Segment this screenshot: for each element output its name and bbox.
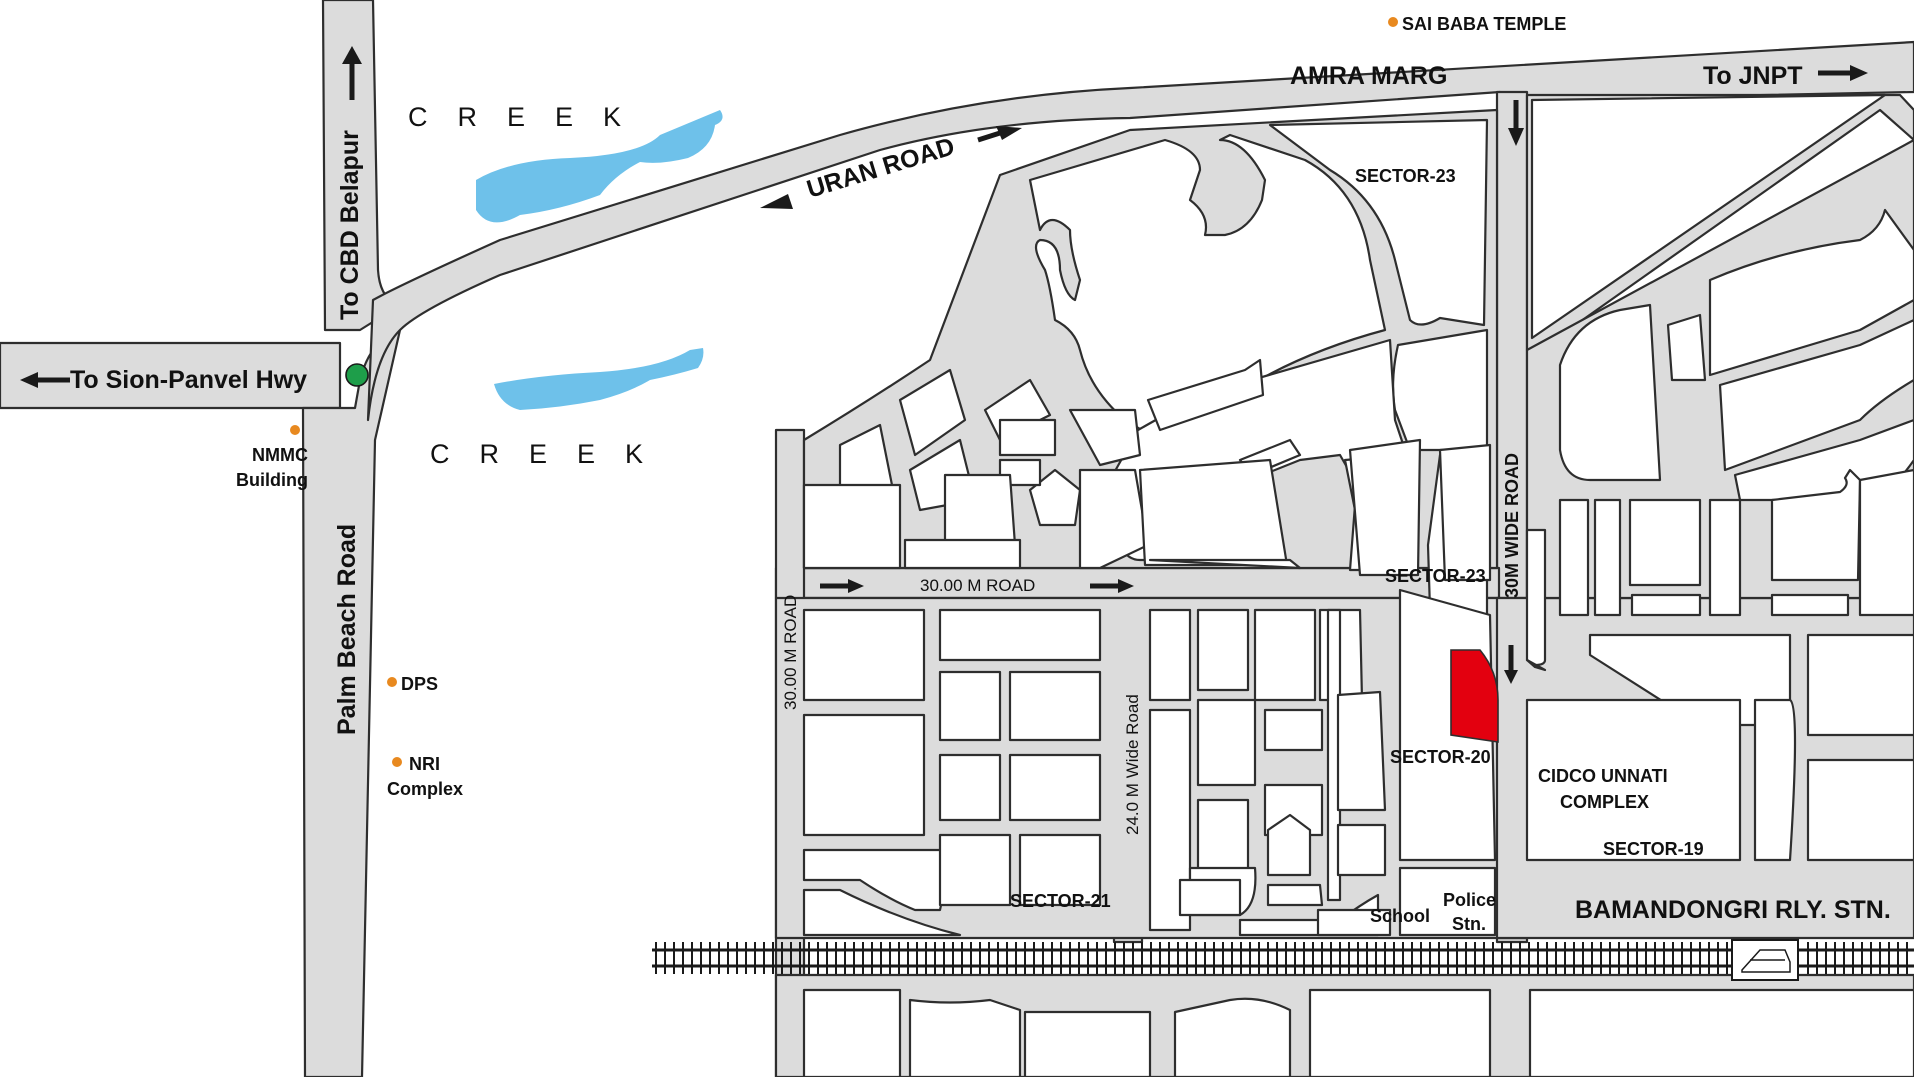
blocks-right	[1525, 93, 1914, 862]
road-label-amra-marg: AMRA MARG	[1290, 62, 1447, 90]
poi-marker	[1388, 17, 1398, 27]
poi-marker	[290, 425, 300, 435]
arrow-down-icon	[1508, 128, 1524, 146]
place-label-police-line1: Police	[1443, 890, 1496, 910]
road-label-to-sion-panvel: To Sion-Panvel Hwy	[70, 366, 307, 394]
sector-label-19: SECTOR-19	[1603, 839, 1704, 859]
road-label-24m: 24.0 M Wide Road	[1123, 694, 1142, 835]
place-label-dps: DPS	[401, 674, 438, 694]
water-label-creek-top: CREEK	[408, 102, 651, 132]
arrow-right-icon	[996, 126, 1022, 140]
sector-label-21: SECTOR-21	[1010, 891, 1111, 911]
arrow-right-icon	[1118, 579, 1134, 593]
arrow-left-icon	[760, 194, 793, 209]
railway-line	[652, 942, 1914, 974]
poi-marker	[392, 757, 402, 767]
creek-water-top	[476, 110, 723, 223]
arrow-right-icon	[848, 579, 864, 593]
place-label-cidco-line1: CIDCO UNNATI	[1538, 766, 1668, 786]
arrow-down-icon	[1504, 670, 1518, 684]
place-label-sai-baba-temple: SAI BABA TEMPLE	[1402, 14, 1566, 34]
sector-label-20: SECTOR-20	[1390, 747, 1491, 767]
junction-marker	[345, 363, 369, 387]
road-label-30m-horizontal: 30.00 M ROAD	[920, 576, 1035, 595]
sector-label-23-top: SECTOR-23	[1355, 166, 1456, 186]
arrow-left-icon	[20, 372, 38, 388]
road-label-30m-vertical: 30.00 M ROAD	[781, 595, 800, 710]
arrow-up-icon	[342, 46, 362, 64]
direction-arrows	[20, 46, 1868, 684]
place-label-nmmc-line1: NMMC	[252, 445, 308, 465]
blocks-lower	[802, 588, 1497, 937]
highlighted-plot	[1450, 649, 1499, 743]
road-label-to-cbd-belapur: To CBD Belapur	[336, 130, 364, 320]
place-label-police-line2: Stn.	[1452, 914, 1486, 934]
blocks-upper	[802, 118, 1492, 622]
road-label-to-jnpt: To JNPT	[1703, 62, 1803, 90]
station-label: BAMANDONGRI RLY. STN.	[1575, 896, 1891, 924]
water-label-creek-bottom: CREEK	[430, 439, 673, 469]
road-label-palm-beach-road: Palm Beach Road	[333, 524, 361, 735]
place-label-nri-line1: NRI	[409, 754, 440, 774]
place-label-cidco-line2: COMPLEX	[1560, 792, 1649, 812]
place-label-nri-line2: Complex	[387, 779, 463, 799]
train-station-icon	[1731, 939, 1799, 981]
place-label-nmmc-line2: Building	[236, 470, 308, 490]
arrow-right-icon	[1850, 65, 1868, 81]
blocks-south	[802, 988, 1914, 1077]
creek-water	[476, 110, 723, 410]
road-label-30m-wide: 30M WIDE ROAD	[1502, 453, 1522, 598]
place-label-school: School	[1370, 906, 1430, 926]
poi-marker	[387, 677, 397, 687]
sector-label-23-mid: SECTOR-23	[1385, 566, 1486, 586]
creek-water-bottom	[494, 348, 704, 410]
